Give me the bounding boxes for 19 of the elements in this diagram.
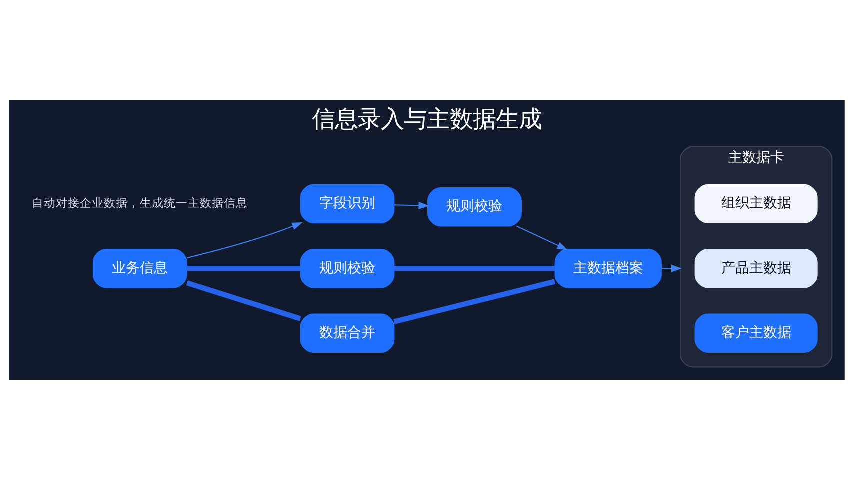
- node-box: 字段识别: [300, 184, 395, 224]
- node-box: 主数据档案: [554, 249, 662, 288]
- node-box: 规则校验: [300, 249, 395, 288]
- label: 自动对接企业数据，生成统一主数据信息: [32, 196, 248, 210]
- arrow: [186, 222, 303, 259]
- connector: [394, 279, 556, 324]
- node-box: 规则校验: [428, 188, 522, 227]
- node-box: 产品主数据: [694, 249, 818, 288]
- arrow: [394, 202, 430, 210]
- node-box: 组织主数据: [694, 184, 818, 224]
- arrow: [662, 264, 682, 272]
- diagram-title: 信息录入与主数据生成: [312, 105, 542, 134]
- node-box: 业务信息: [92, 249, 188, 288]
- connector: [186, 280, 302, 322]
- connector: [187, 266, 300, 272]
- node-box: 客户主数据: [694, 314, 818, 353]
- connector: [394, 266, 555, 272]
- arrow: [516, 226, 568, 250]
- node-box: 数据合并: [300, 314, 395, 353]
